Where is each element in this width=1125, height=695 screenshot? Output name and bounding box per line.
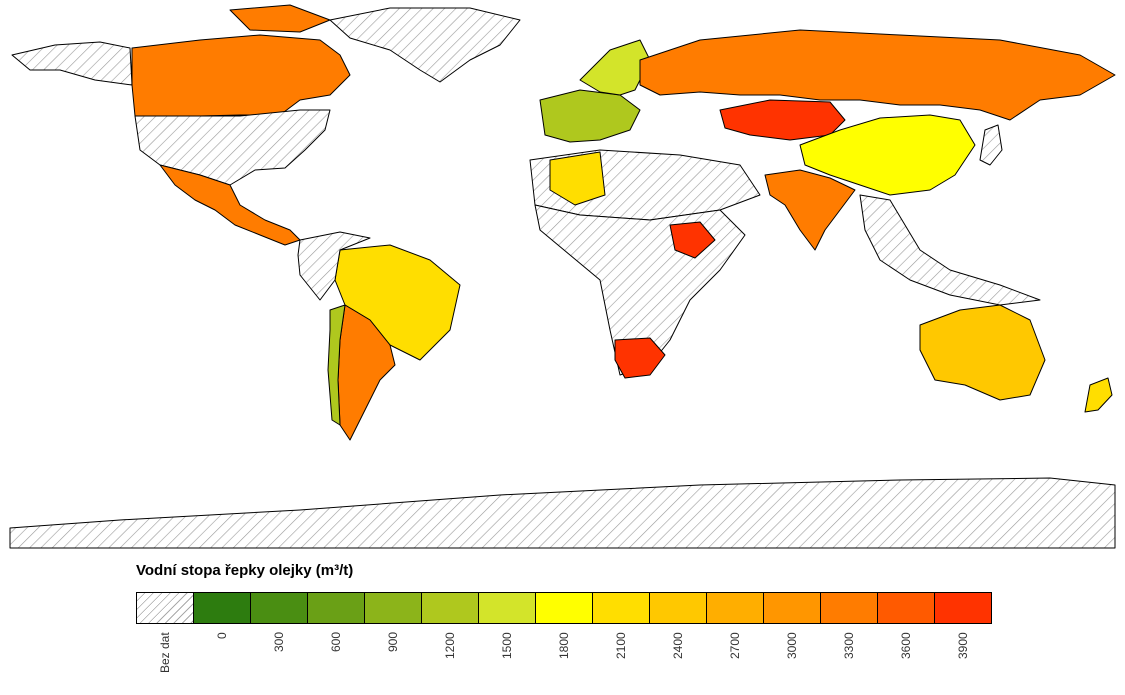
legend-labels: Bez dat 0 300 600 900 1200 1500 1800 2100 2400 270… [136, 632, 992, 692]
legend-label-900: 900 [385, 632, 400, 653]
legend-cell-3300 [821, 593, 878, 623]
region-japan [979, 124, 1003, 166]
region-kazakhstan [719, 99, 846, 141]
legend-label-1200: 1200 [442, 632, 457, 659]
legend-color-bar [136, 592, 992, 624]
legend-label-1800: 1800 [557, 632, 571, 659]
region-europe-west [539, 89, 641, 143]
legend-cell-no-data [137, 593, 194, 623]
region-brazil [334, 244, 461, 361]
legend-label-2400: 2400 [671, 632, 686, 659]
region-india [764, 169, 856, 251]
legend-label-2100: 2100 [614, 632, 629, 659]
legend-cell-900 [365, 593, 422, 623]
legend-cell-600 [308, 593, 365, 623]
legend-label-0: 0 [214, 632, 229, 639]
legend-cell-0 [194, 593, 251, 623]
region-south-america-north [297, 231, 371, 301]
legend-label-300: 300 [271, 632, 286, 653]
legend-title: Vodní stopa řepky olejky (m³/t) [136, 562, 354, 579]
legend-label-3300: 3300 [842, 632, 857, 659]
legend-cell-2400 [650, 593, 707, 623]
region-south-africa [614, 337, 666, 379]
legend-label-600: 600 [328, 632, 343, 653]
legend-cell-300 [251, 593, 308, 623]
legend-cell-3900 [935, 593, 991, 623]
legend-label-no-data: Bez dat [157, 632, 172, 673]
region-russia [639, 29, 1116, 121]
legend-label-3600: 3600 [899, 632, 914, 659]
region-greenland [329, 7, 521, 83]
legend-cell-2100 [593, 593, 650, 623]
world-map [9, 4, 1116, 549]
region-arctic-islands [229, 4, 331, 33]
region-canada [131, 34, 351, 117]
legend-cell-1500 [479, 593, 536, 623]
region-new-zealand [1084, 377, 1113, 413]
legend-cell-3000 [764, 593, 821, 623]
legend-label-3000: 3000 [785, 632, 800, 659]
legend-cell-1200 [422, 593, 479, 623]
region-china [799, 114, 976, 196]
region-ethiopia [669, 221, 716, 259]
legend-label-1500: 1500 [499, 632, 514, 659]
region-algeria [549, 151, 606, 206]
legend-label-3900: 3900 [956, 632, 971, 659]
legend-cell-1800 [536, 593, 593, 623]
region-antarctica [9, 477, 1116, 549]
region-chile [327, 304, 346, 426]
region-alaska [11, 41, 133, 86]
legend-cell-2700 [707, 593, 764, 623]
region-southeast-asia [859, 194, 1041, 306]
legend-cell-3600 [878, 593, 935, 623]
region-mexico [159, 164, 301, 246]
region-australia [919, 304, 1046, 401]
region-usa [134, 109, 331, 186]
legend-label-2700: 2700 [728, 632, 743, 659]
